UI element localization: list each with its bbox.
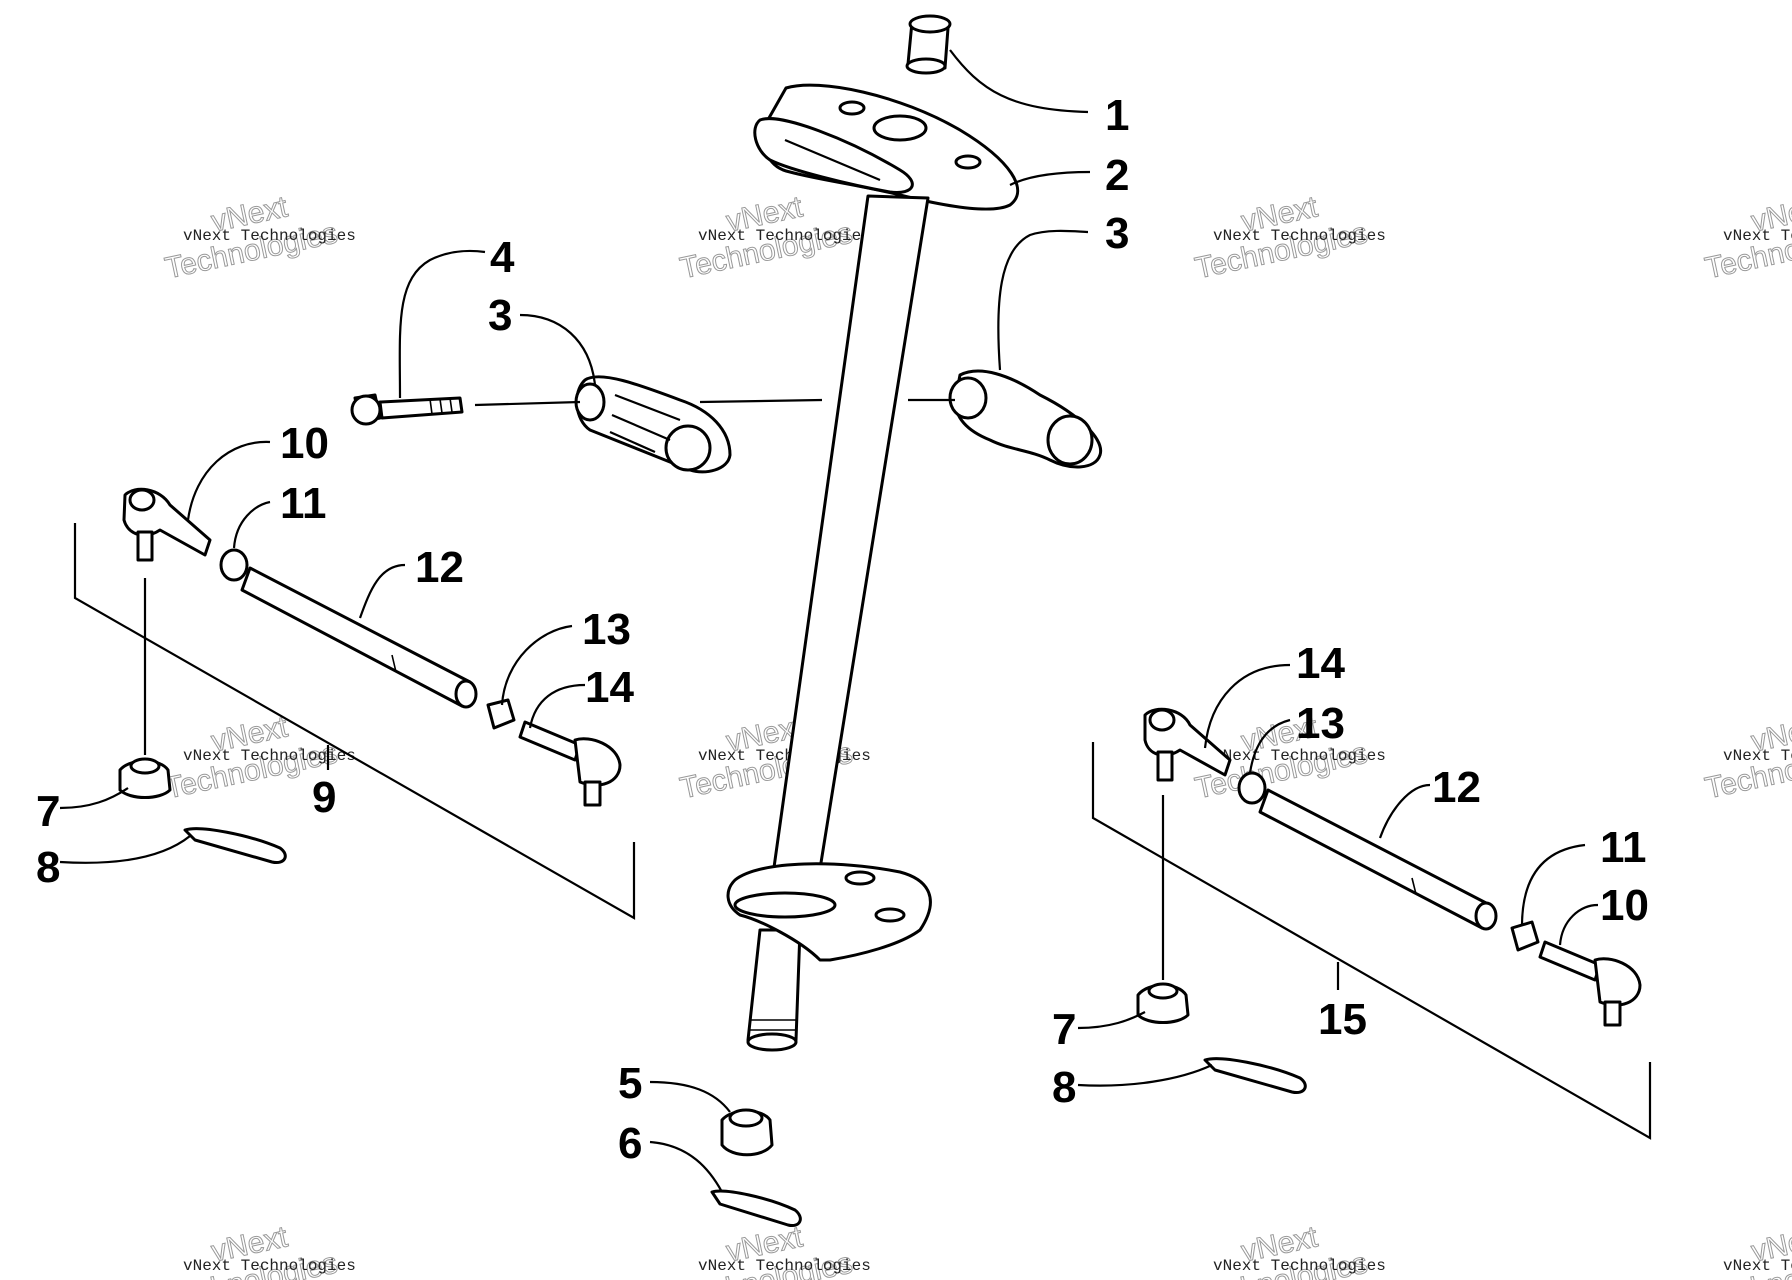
- callout-label-c6: 6: [618, 1119, 642, 1168]
- nut-part-11-right: [1510, 920, 1540, 952]
- callout-label-c13a: 13: [582, 605, 631, 654]
- callout-label-c5: 5: [618, 1059, 642, 1108]
- watermark-small-text: vNext Technologies: [1213, 227, 1386, 245]
- callout-label-c13b: 13: [1296, 699, 1345, 748]
- watermark-small-text: vNext Technologies: [1213, 747, 1386, 765]
- left-clamp-part-3: [574, 375, 732, 474]
- steering-post-part: [726, 14, 1020, 1052]
- callout-label-c9: 9: [312, 773, 336, 822]
- right-tie-rod-assembly: [1091, 707, 1652, 1140]
- nut-part-11-left: [219, 548, 249, 582]
- callout-label-c1: 1: [1105, 91, 1129, 140]
- callout-label-c12b: 12: [1432, 763, 1481, 812]
- watermark-small-text: vNext Technologies: [1723, 1257, 1792, 1275]
- cotter-pin-part-6: [710, 1189, 802, 1228]
- callout-label-c12a: 12: [415, 543, 464, 592]
- lower-bracket: [726, 862, 932, 962]
- right-clamp-part-3: [948, 369, 1103, 469]
- tie-rod-part-12-right: [1258, 788, 1498, 931]
- callout-label-c10b: 10: [1600, 881, 1649, 930]
- watermark-small-text: vNext Technologies: [183, 747, 356, 765]
- watermark-small-text: vNext Technologies: [183, 1257, 356, 1275]
- watermark-small-text: vNext Technologies: [1213, 1257, 1386, 1275]
- watermark-small-text: vNext Technologies: [698, 1257, 871, 1275]
- callout-label-c11b: 11: [1600, 823, 1647, 872]
- bushing-part-1: [905, 14, 952, 75]
- callout-label-c15: 15: [1318, 995, 1367, 1044]
- callout-label-c14a: 14: [585, 663, 634, 712]
- ball-joint-part-14-right: [1143, 707, 1232, 782]
- callout-label-c11a: 11: [280, 479, 327, 528]
- nut-part-13-right: [1237, 771, 1267, 805]
- cotter-pin-part-8-left: [183, 827, 287, 865]
- watermark-small-text: vNext Technologies: [698, 227, 871, 245]
- watermark-small-text: vNext Technologies: [1723, 747, 1792, 765]
- ball-joint-part-10-left: [122, 487, 212, 562]
- callout-label-c7b: 7: [1052, 1005, 1076, 1054]
- left-tie-rod-assembly: [73, 487, 636, 920]
- leader-lines: [59, 49, 1599, 1193]
- callout-label-c14b: 14: [1296, 639, 1345, 688]
- callout-label-c3b: 3: [488, 291, 512, 340]
- callout-label-c4: 4: [490, 233, 515, 282]
- ball-joint-part-10-right: [1538, 940, 1642, 1027]
- ball-joint-part-14-left: [518, 720, 622, 807]
- watermark-small-text: vNext Technologies: [1723, 227, 1792, 245]
- callout-label-c7a: 7: [36, 787, 60, 836]
- bolt-part-4: [350, 393, 464, 426]
- callout-label-c8b: 8: [1052, 1063, 1076, 1112]
- callout-label-c10a: 10: [280, 419, 329, 468]
- watermark-small-text: vNext Technologies: [183, 227, 356, 245]
- cotter-pin-part-8-right: [1203, 1057, 1307, 1095]
- callout-label-c8a: 8: [36, 843, 60, 892]
- callout-label-c2: 2: [1105, 151, 1129, 200]
- watermark-small-text: vNext Technologies: [698, 747, 871, 765]
- tie-rod-part-12-left: [240, 566, 478, 709]
- plate-part-2: [753, 83, 1020, 211]
- callout-label-c3a: 3: [1105, 209, 1129, 258]
